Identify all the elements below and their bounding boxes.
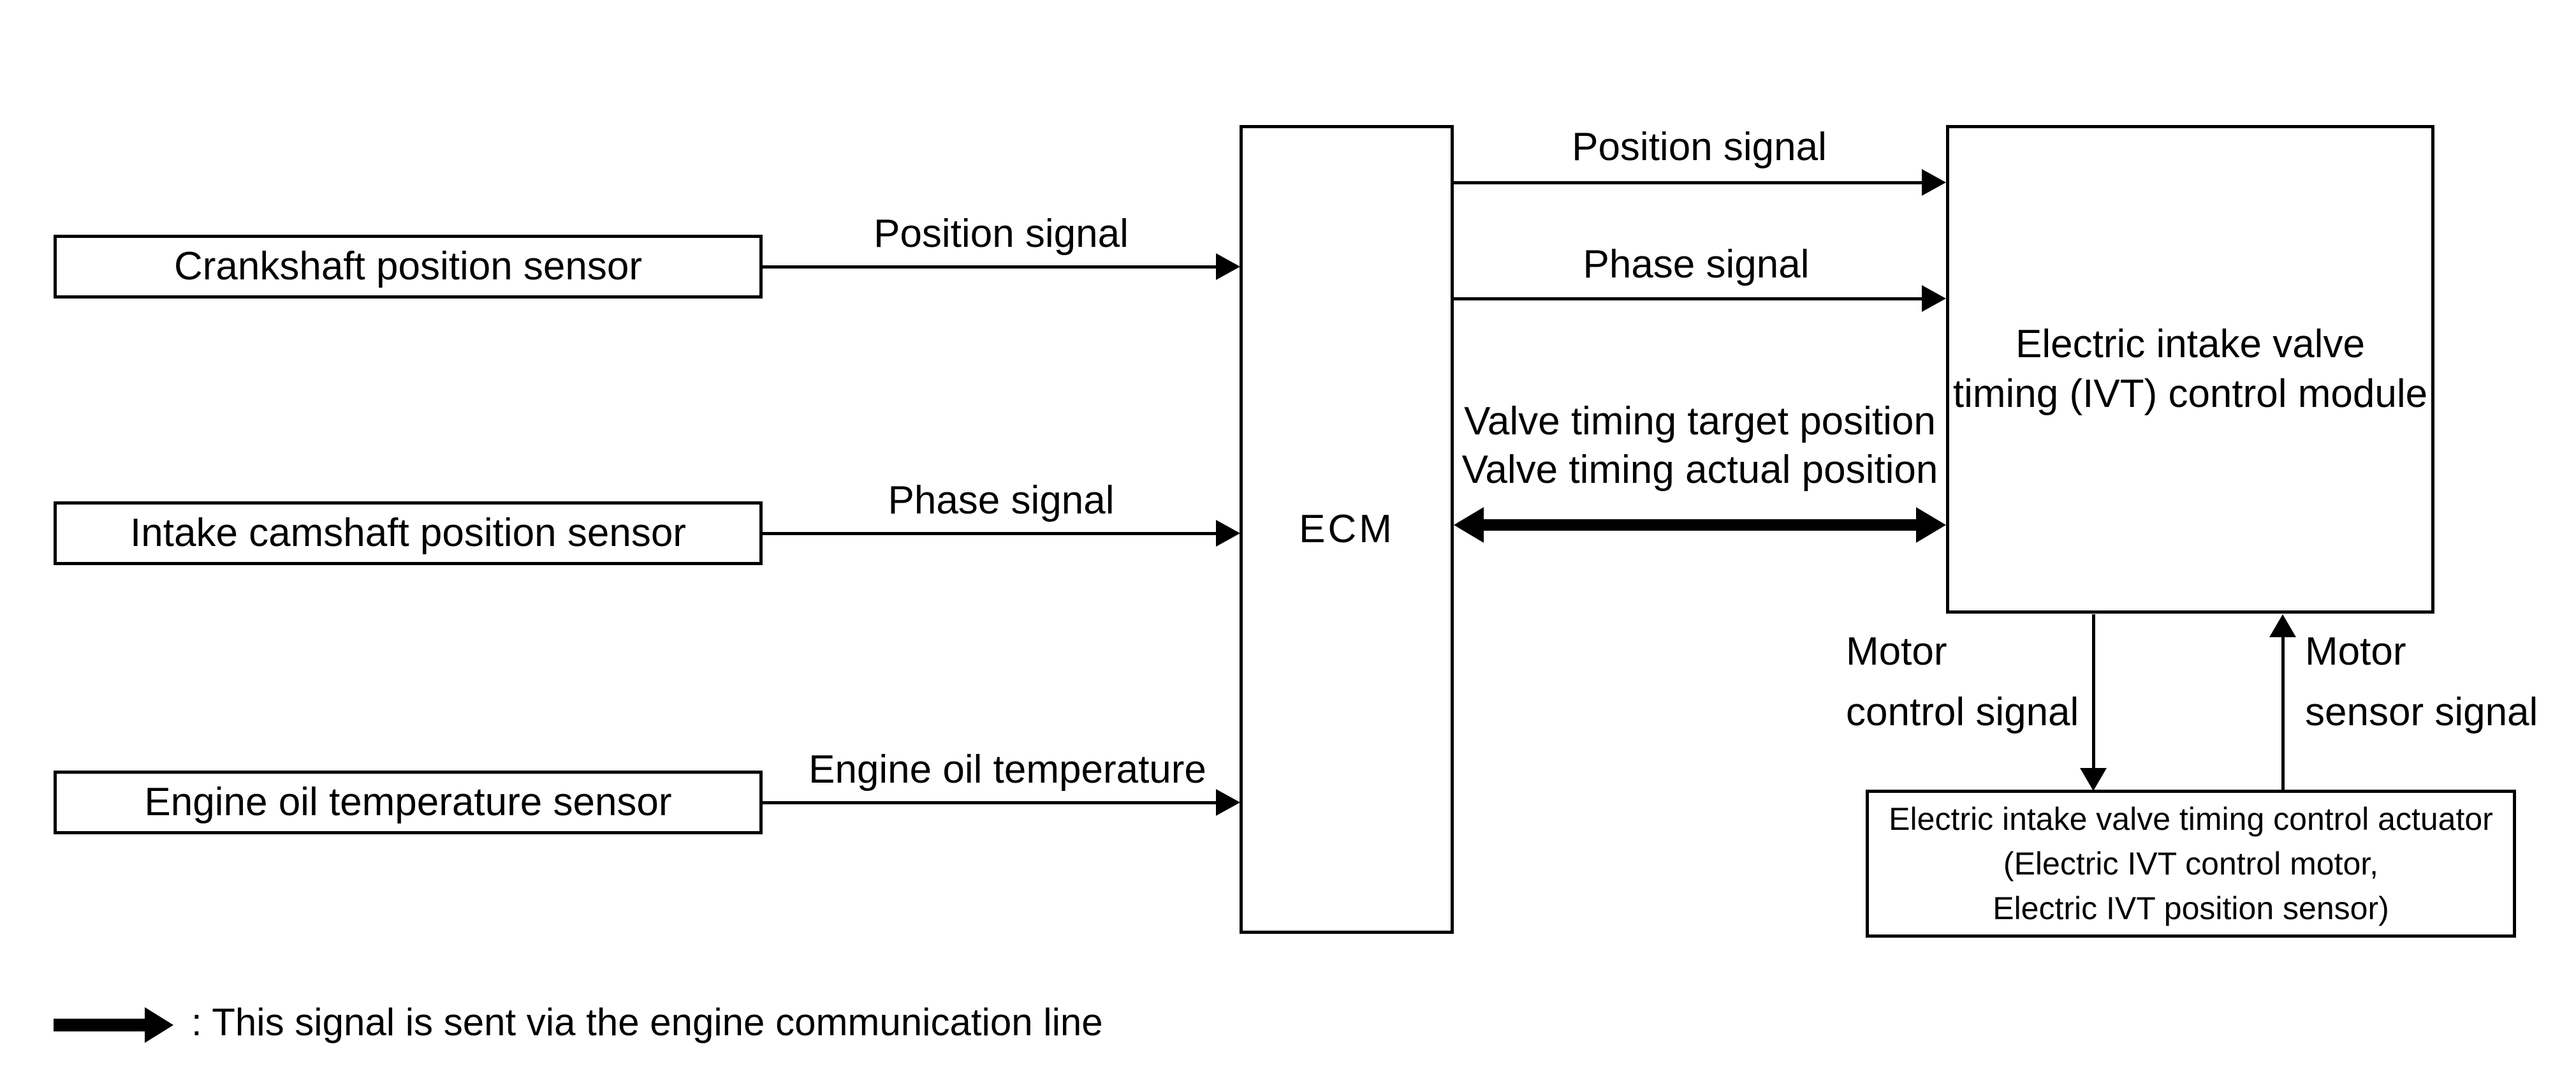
cam-to-ecm-signal-label: Phase signal [888,478,1115,522]
arrow-motor-sensor-line [2281,637,2285,790]
valve-timing-bidir-arrow-left-head-icon [1454,507,1484,543]
arrow-motor-control-head-icon [2080,768,2107,791]
legend-label: : This signal is sent via the engine com… [191,1001,1103,1044]
arrow-oil-to-ecm-head-icon [1216,789,1240,816]
ecm-to-module-phase-label: Phase signal [1583,242,1810,286]
motor-control-label-line1: Motor [1846,630,1947,674]
arrow-ecm-to-module-phase-head-icon [1922,285,1946,312]
valve-timing-actual-label: Valve timing actual position [1461,448,1938,492]
ecm-box: ECM [1240,125,1454,934]
arrow-motor-sensor-head-icon [2269,614,2296,637]
arrow-crank-to-ecm-head-icon [1216,253,1240,280]
engine-oil-temperature-sensor-box: Engine oil temperature sensor [54,771,763,834]
arrow-ecm-to-module-phase-line [1454,297,1922,300]
arrow-cam-to-ecm-line [763,532,1216,535]
arrow-crank-to-ecm-line [763,265,1216,269]
ivt-control-actuator-label-line3: Electric IVT position sensor) [1993,890,2389,926]
motor-control-label-line2: control signal [1846,690,2079,734]
crankshaft-position-sensor-box: Crankshaft position sensor [54,235,763,299]
ecm-label: ECM [1299,507,1394,551]
legend-arrow-head-icon [145,1007,173,1043]
intake-camshaft-position-sensor-box: Intake camshaft position sensor [54,501,763,565]
ecm-to-module-position-label: Position signal [1572,125,1827,169]
valve-timing-bidir-arrow-right-head-icon [1916,507,1946,543]
valve-timing-bidir-arrow-line [1484,519,1916,531]
ivt-control-module-label-line1: Electric intake valve [2016,322,2365,366]
arrow-ecm-to-module-position-head-icon [1922,169,1946,196]
motor-sensor-label-line1: Motor [2305,630,2406,674]
arrow-ecm-to-module-position-line [1454,181,1922,184]
valve-timing-target-label: Valve timing target position [1464,399,1936,443]
ivt-control-actuator-label-line2: (Electric IVT control motor, [2003,846,2379,882]
ivt-control-module-box: Electric intake valve timing (IVT) contr… [1946,125,2434,614]
engine-oil-temperature-sensor-label: Engine oil temperature sensor [144,780,672,824]
ivt-control-actuator-box: Electric intake valve timing control act… [1866,790,2516,938]
intake-camshaft-position-sensor-label: Intake camshaft position sensor [130,511,686,555]
arrow-cam-to-ecm-head-icon [1216,520,1240,547]
ivt-control-module-label-line2: timing (IVT) control module [1952,372,2428,416]
motor-sensor-label-line2: sensor signal [2305,690,2538,734]
crank-to-ecm-signal-label: Position signal [874,212,1129,256]
legend-arrow-line [54,1019,145,1031]
arrow-oil-to-ecm-line [763,801,1216,804]
oil-to-ecm-signal-label: Engine oil temperature [809,748,1206,792]
ivt-control-actuator-label-line1: Electric intake valve timing control act… [1889,801,2493,837]
crankshaft-position-sensor-label: Crankshaft position sensor [173,244,643,288]
arrow-motor-control-line [2092,614,2095,768]
